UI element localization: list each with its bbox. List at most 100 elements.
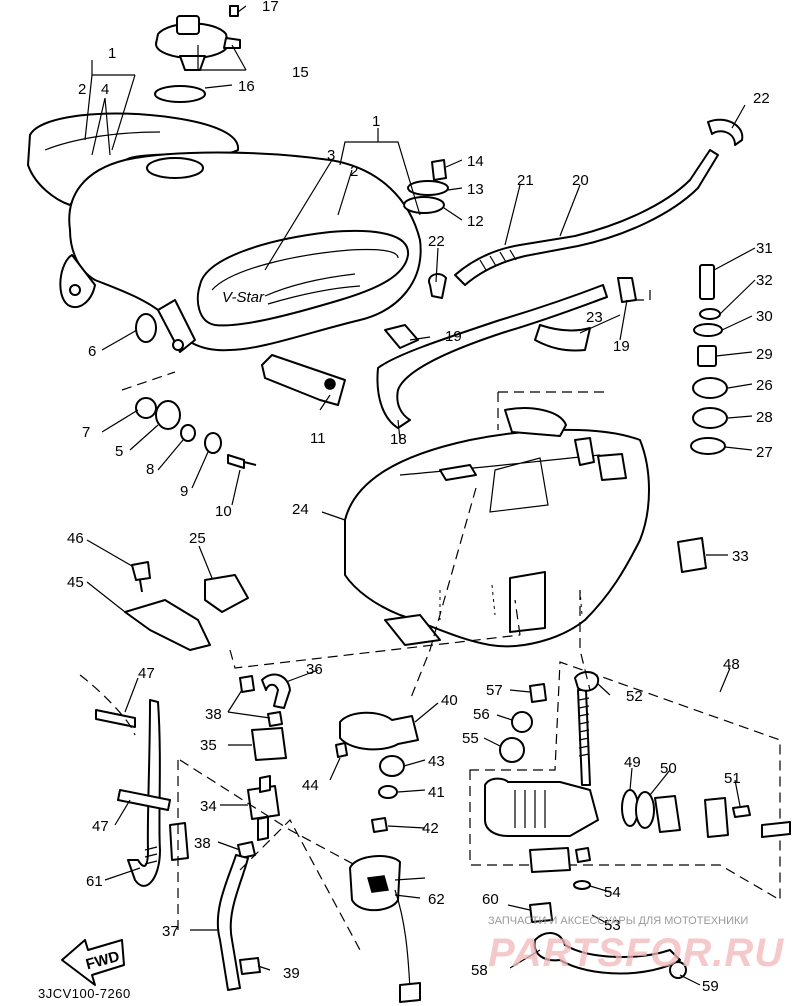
bolt-44 <box>335 742 348 758</box>
fwd-arrow-shape <box>61 939 125 986</box>
callout-59: 59 <box>702 978 719 995</box>
watermark: ЗАПЧАСТИ И АКСЕССУАРЫ ДЛЯ МОТОТЕХНИКИ PA… <box>488 915 788 995</box>
callout-42: 42 <box>422 820 439 837</box>
fuel-cap-gasket <box>154 85 206 103</box>
callout-2-right: 2 <box>350 163 358 180</box>
callout-14: 14 <box>467 153 484 170</box>
bracket-45 <box>124 599 211 651</box>
cover-plate <box>704 797 729 838</box>
callout-39: 39 <box>283 965 300 982</box>
callout-40: 40 <box>441 692 458 709</box>
callout-37: 37 <box>162 923 179 940</box>
bottom-hoses <box>529 902 687 979</box>
callout-44: 44 <box>302 777 319 794</box>
callout-50: 50 <box>660 760 677 777</box>
fuel-cock-body <box>484 777 599 837</box>
diagram-code: 3JCV100-7260 <box>38 986 131 1001</box>
callout-28: 28 <box>756 409 773 426</box>
callout-45: 45 <box>67 574 84 591</box>
fuel-cap-bottom <box>179 55 206 71</box>
callout-22-small: 22 <box>428 233 445 250</box>
leader-lines <box>84 5 756 986</box>
fuel-cap-screw <box>229 5 239 17</box>
callout-13: 13 <box>467 181 484 198</box>
lower-left-parts <box>79 561 291 991</box>
fuel-cap-hinge <box>223 37 241 49</box>
callout-7: 7 <box>82 424 90 441</box>
callout-52: 52 <box>626 688 643 705</box>
callout-35: 35 <box>200 737 217 754</box>
upper-hoses <box>376 118 744 429</box>
callout-36: 36 <box>306 661 323 678</box>
pump-connector <box>367 875 389 893</box>
callout-38-upper: 38 <box>205 706 222 723</box>
callout-11: 11 <box>310 430 326 447</box>
fuel-tank <box>344 407 650 648</box>
callout-26: 26 <box>756 377 773 394</box>
damper-28 <box>692 407 728 429</box>
cap-53 <box>575 847 591 863</box>
washer-32 <box>699 308 721 320</box>
washer-27 <box>690 437 726 455</box>
filler-opening <box>146 157 204 179</box>
tank-cover-assembly: V-Star <box>27 112 422 406</box>
callout-30: 30 <box>756 308 773 325</box>
right-stack <box>677 264 728 573</box>
callout-38-lower: 38 <box>194 835 211 852</box>
callout-58: 58 <box>471 962 488 979</box>
grommet-35 <box>251 727 287 761</box>
filter-nipple <box>257 775 271 841</box>
washer-7 <box>135 397 157 419</box>
callout-43: 43 <box>428 753 445 770</box>
hose-clip-38-lower <box>267 711 283 727</box>
small-parts-55-57 <box>499 683 547 763</box>
callout-4: 4 <box>101 81 109 98</box>
clamp-60 <box>529 902 553 923</box>
washer-54 <box>573 880 591 890</box>
pump-plug <box>399 982 421 1003</box>
breather-hose-21 <box>454 149 719 286</box>
fuel-cock-outlet <box>529 847 571 873</box>
fuel-cap-lock <box>176 15 200 35</box>
collar-56 <box>511 711 533 733</box>
callout-19-left: 19 <box>445 328 462 345</box>
damper-12 <box>403 196 445 214</box>
callout-49: 49 <box>624 754 641 771</box>
rear-mount-bracket <box>157 299 196 353</box>
collar-29 <box>697 345 717 367</box>
callout-8: 8 <box>146 461 154 478</box>
callout-51: 51 <box>724 770 741 787</box>
o-ring-52 <box>574 671 600 692</box>
bracket-connector <box>324 378 336 390</box>
callout-17: 17 <box>262 0 279 15</box>
damper-5 <box>155 400 181 430</box>
tie-47-upper <box>95 709 136 728</box>
damper-43 <box>379 755 405 777</box>
callout-33: 33 <box>732 548 749 565</box>
fuel-pump-band-40 <box>339 711 419 751</box>
overflow-hose-18 <box>376 284 608 429</box>
callout-62: 62 <box>428 891 445 908</box>
tank-bottom-bracket <box>384 614 441 646</box>
screw-51 <box>732 805 751 818</box>
callout-48: 48 <box>723 656 740 673</box>
rear-mount-hole <box>172 339 184 351</box>
callout-46: 46 <box>67 530 84 547</box>
fuel-cap-assembly <box>154 5 241 103</box>
watermark-logo: PARTSFOR.RU <box>488 931 785 975</box>
tank-side-bracket <box>509 571 546 633</box>
callout-57: 57 <box>486 682 503 699</box>
tank-pipe-left <box>439 464 477 481</box>
clamp-22-small <box>428 273 447 299</box>
holder-23 <box>534 324 591 352</box>
callout-1-left: 1 <box>108 45 116 62</box>
callout-60: 60 <box>482 891 499 908</box>
callout-5: 5 <box>115 443 123 460</box>
emblem-wordmark: V-Star <box>222 289 265 306</box>
clamp-22-top <box>707 118 744 146</box>
damper-26 <box>692 377 728 399</box>
front-mount-tab <box>59 254 96 308</box>
callout-10: 10 <box>215 503 232 520</box>
callout-3: 3 <box>327 147 335 164</box>
